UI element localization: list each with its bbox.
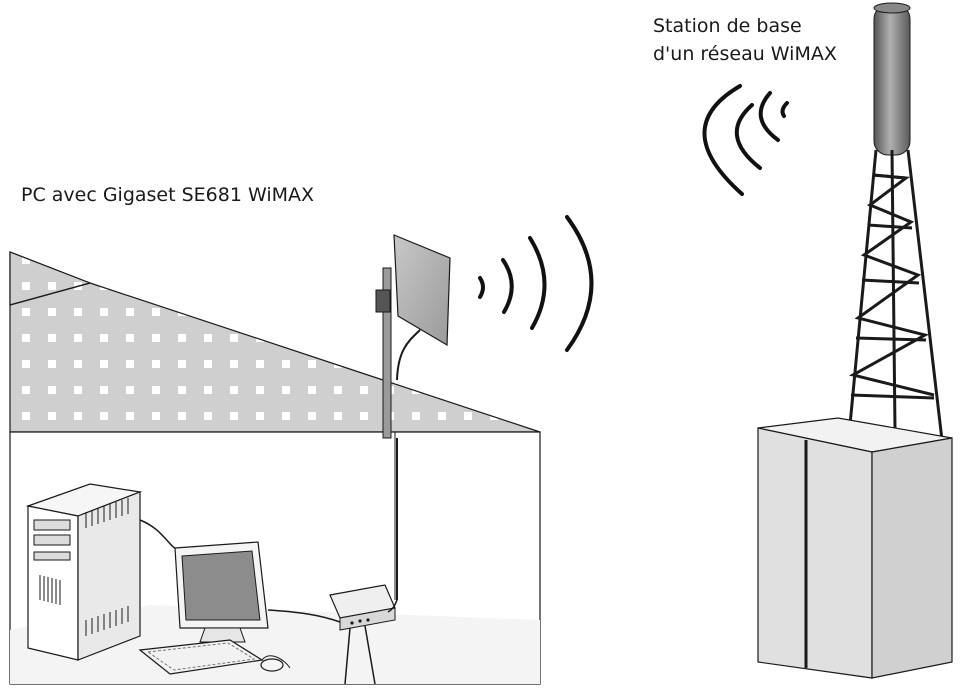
base-station-label-line1: Station de base [653, 15, 802, 37]
radio-waves-icon [702, 84, 789, 196]
cabinet-icon [757, 417, 953, 679]
roof [9, 251, 541, 433]
pc-label: PC avec Gigaset SE681 WiMAX [21, 184, 315, 206]
room [9, 431, 541, 685]
keyboard-icon [138, 639, 291, 675]
outdoor-antenna-icon [375, 234, 451, 600]
radio-waves-icon [478, 215, 594, 352]
base-station-tower-icon [848, 2, 944, 441]
base-station-label-line2: d'un réseau WiMAX [653, 43, 837, 65]
desktop-pc-icon [25, 483, 183, 661]
modem-icon [267, 584, 398, 685]
base-station-label: Station de base d'un réseau WiMAX [653, 12, 837, 68]
monitor-icon [174, 541, 269, 643]
